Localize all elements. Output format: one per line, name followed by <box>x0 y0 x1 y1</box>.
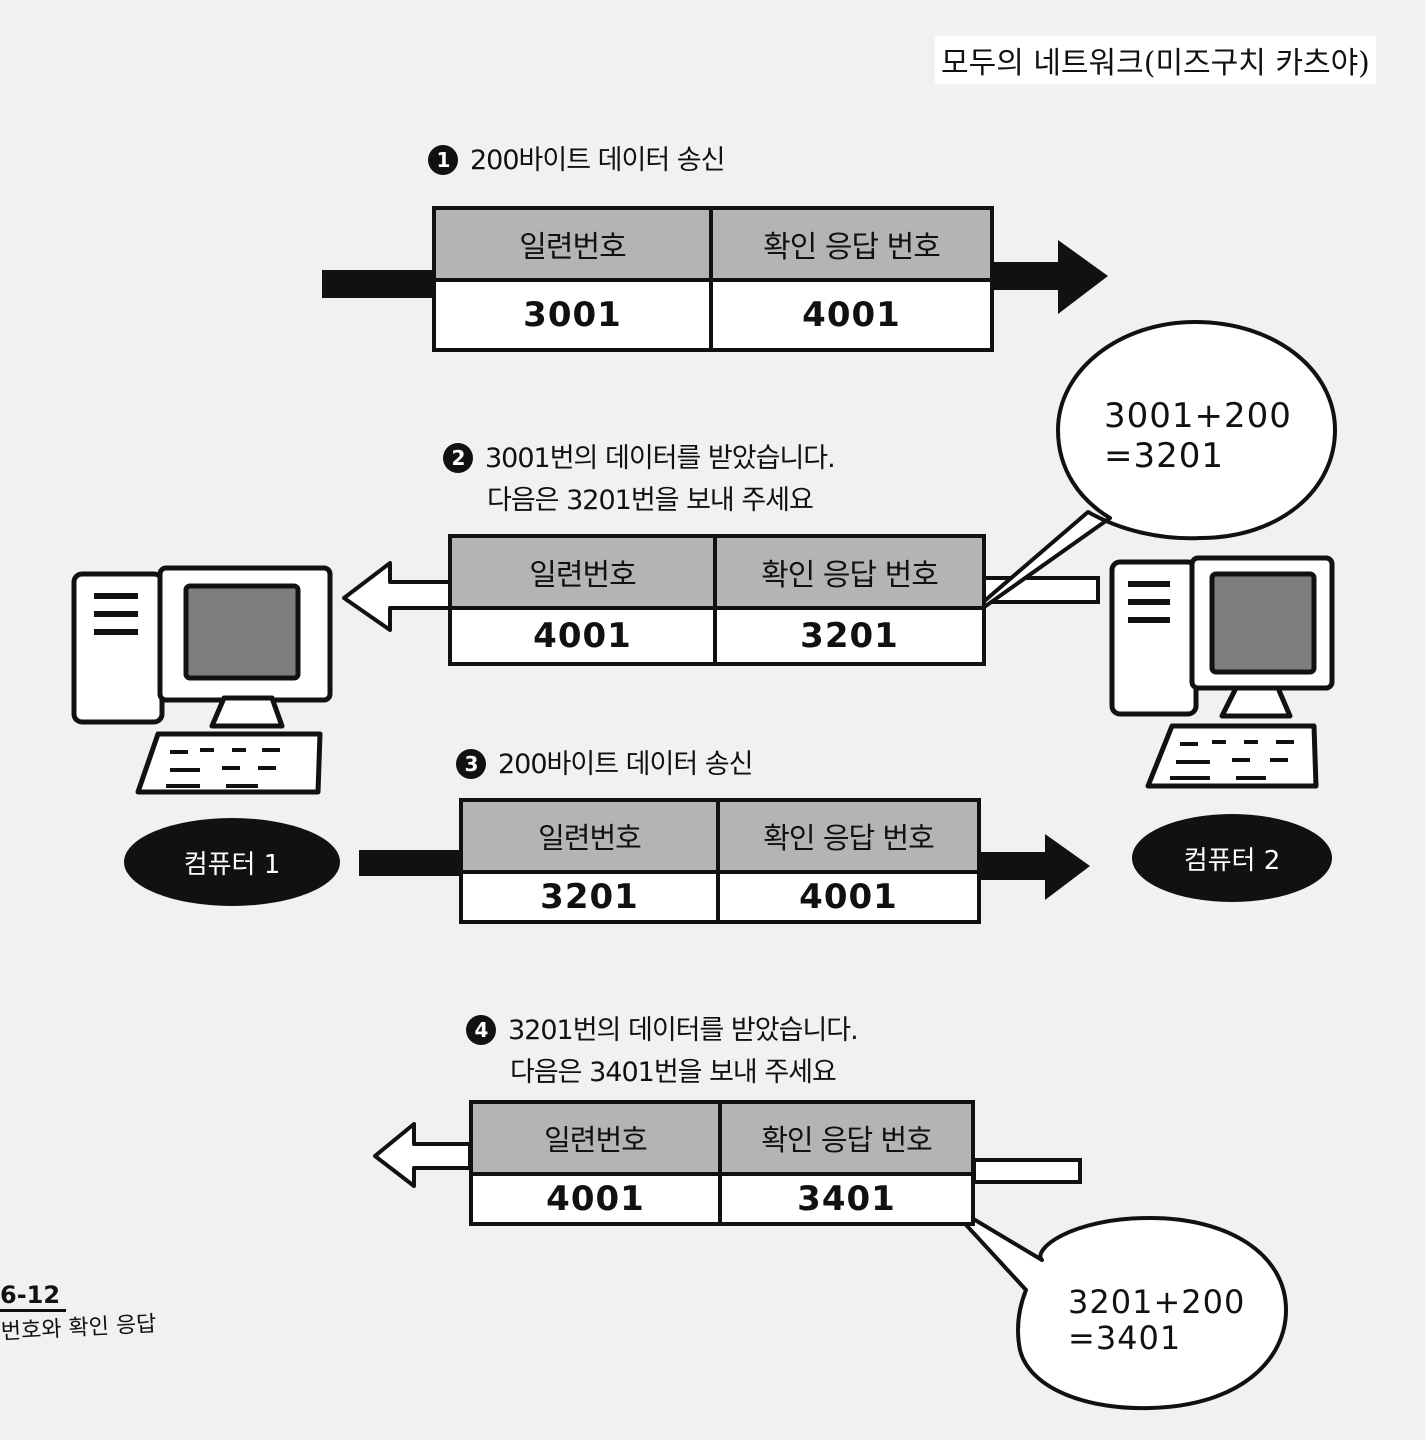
step-2-text-line2: 다음은 3201번을 보내 주세요 <box>487 485 814 516</box>
step-3-text: 200바이트 데이터 송신 <box>498 749 753 780</box>
step-1-label: 1 200바이트 데이터 송신 <box>428 140 725 182</box>
step-1-text: 200바이트 데이터 송신 <box>470 145 725 176</box>
packet-1-ack-header: 확인 응답 번호 <box>713 210 990 282</box>
step-2-number: 2 <box>443 443 473 473</box>
step-4-label: 4 3201번의 데이터를 받았습니다. 다음은 3401번을 보내 주세요 <box>466 1010 859 1094</box>
step-4-text-line2: 다음은 3401번을 보내 주세요 <box>510 1057 837 1088</box>
packet-3-ack-value: 4001 <box>799 877 898 917</box>
step-4-number: 4 <box>466 1015 496 1045</box>
packet-4-sequence-header: 일련번호 <box>473 1104 722 1176</box>
step-2-label: 2 3001번의 데이터를 받았습니다. 다음은 3201번을 보내 주세요 <box>443 438 836 522</box>
packet-2-ack-header: 확인 응답 번호 <box>717 538 982 610</box>
packet-1-sequence-value: 3001 <box>436 282 713 348</box>
packet-2-ack-value: 3201 <box>800 616 899 656</box>
computer-1-label: 컴퓨터 1 <box>183 849 281 880</box>
packet-1: 일련번호 확인 응답 번호 3001 4001 <box>432 206 994 352</box>
bubble-1-text: 3001+200 =3201 <box>1104 396 1292 476</box>
bubble-2-text: 3201+200 =3401 <box>1068 1283 1246 1357</box>
arrow-left-4 <box>373 1122 1082 1188</box>
packet-1-sequence-header: 일련번호 <box>436 210 713 282</box>
packet-2: 일련번호 확인 응답 번호 4001 3201 <box>448 534 986 666</box>
packet-3-sequence-value: 3201 <box>463 874 720 920</box>
speech-bubble-2 <box>943 1200 1288 1411</box>
step-2-text-line1: 3001번의 데이터를 받았습니다. <box>485 443 836 474</box>
step-1-number: 1 <box>428 145 458 175</box>
computer-1-icon <box>71 565 333 795</box>
step-3-label: 3 200바이트 데이터 송신 <box>456 744 753 786</box>
packet-2-sequence-value: 4001 <box>452 610 717 662</box>
packet-4-ack-value: 3401 <box>797 1179 896 1219</box>
step-3-number: 3 <box>456 749 486 779</box>
computer-2-icon <box>1109 555 1335 789</box>
step-4-text-line1: 3201번의 데이터를 받았습니다. <box>508 1015 859 1046</box>
arrow-right-3 <box>359 834 1090 900</box>
computer-2-label-bg <box>1132 814 1332 902</box>
packet-3: 일련번호 확인 응답 번호 3201 4001 <box>459 798 981 924</box>
packet-4: 일련번호 확인 응답 번호 4001 3401 <box>469 1100 975 1226</box>
packet-4-ack-header: 확인 응답 번호 <box>722 1104 971 1176</box>
packet-4-sequence-value: 4001 <box>473 1176 722 1222</box>
packet-2-sequence-header: 일련번호 <box>452 538 717 610</box>
speech-bubble-1 <box>944 320 1337 636</box>
packet-3-ack-header: 확인 응답 번호 <box>720 802 977 874</box>
packet-3-sequence-header: 일련번호 <box>463 802 720 874</box>
source-label: 모두의 네트워크(미즈구치 카츠야) <box>935 36 1376 84</box>
computer-1-label-bg <box>124 818 340 906</box>
arrow-right-1 <box>322 240 1108 314</box>
computer-2-label: 컴퓨터 2 <box>1183 845 1281 876</box>
packet-1-ack-value: 4001 <box>802 295 901 335</box>
figure-number: 6-12 <box>0 1281 67 1312</box>
